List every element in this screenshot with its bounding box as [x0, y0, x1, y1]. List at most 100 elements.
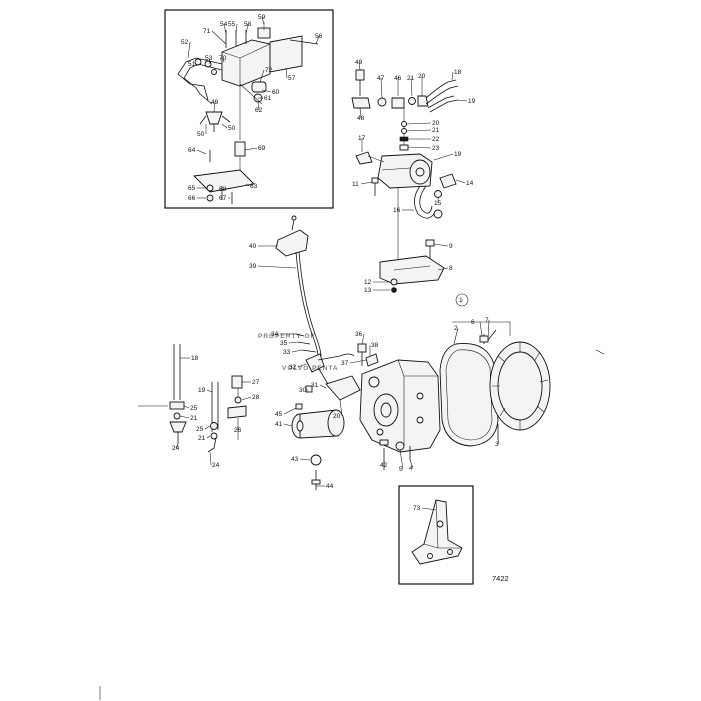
leader-line-l43: [299, 458, 311, 461]
watermark-line1: PROPERTY OF: [258, 333, 315, 340]
callout-l43: 43: [291, 456, 299, 463]
leader-line-l6: [479, 321, 483, 337]
leader-line-l3: [497, 439, 500, 445]
callout-l19c: 19: [454, 151, 462, 158]
callout-l21b: 21: [432, 127, 440, 134]
callout-l63: 63: [250, 183, 258, 190]
leader-line-l24a: [175, 443, 179, 449]
callout-l34: 34: [271, 331, 279, 338]
control-handle: [275, 229, 309, 257]
callout-l70: 70: [219, 55, 227, 62]
leader-line-l39: [257, 265, 297, 269]
leader-line-l23: [407, 146, 432, 149]
callout-l32: 32: [289, 364, 297, 371]
leader-line-l59: [261, 16, 265, 25]
callout-l64: 64: [188, 147, 196, 154]
spacer: [234, 141, 246, 157]
callout-l21a: 21: [407, 75, 415, 82]
gear-housing: [359, 359, 441, 453]
callout-l16: 16: [393, 207, 401, 214]
leader-line-l35: [288, 341, 299, 344]
leader-line-l49a: [213, 101, 216, 113]
callout-l9: 9: [449, 243, 453, 250]
leader-line-l55: [235, 23, 238, 35]
callout-l24b: 24: [212, 462, 220, 469]
leader-line-l25a: [183, 405, 190, 409]
callout-l6: 6: [471, 319, 475, 326]
leader-line-l18a: [451, 71, 454, 81]
pump-group: [351, 69, 459, 293]
reverse-gear-housing: [291, 333, 441, 490]
bottom-inset-frame: [398, 485, 474, 585]
callout-l23: 23: [432, 145, 440, 152]
callout-l2: 2: [454, 325, 458, 332]
mount-bracket: [379, 255, 445, 285]
callout-l69: 69: [258, 145, 266, 152]
bottom-inset: [398, 485, 474, 585]
callout-l27: 27: [252, 379, 260, 386]
callout-l68: 68: [219, 186, 227, 193]
callout-l56: 56: [315, 33, 323, 40]
leader-line-l72: [259, 69, 265, 83]
callout-l25a: 25: [190, 405, 198, 412]
callout-l41: 41: [275, 421, 283, 428]
callout-l14: 14: [466, 180, 474, 187]
leader-line-l24b: [209, 451, 212, 466]
callout-l57: 57: [288, 75, 296, 82]
leader-line-l28: [241, 396, 252, 401]
stray-mark: [595, 349, 605, 355]
leader-line-l19b: [206, 389, 213, 393]
leader-line-l68: [221, 188, 224, 191]
callout-l66: 66: [188, 195, 196, 202]
callout-l67: 67: [219, 195, 227, 202]
leader-line-l71: [211, 30, 227, 45]
leader-line-l45: [283, 407, 297, 415]
solenoid: [251, 81, 267, 93]
drawing-number: 7422: [492, 574, 509, 583]
leader-line-l21d: [206, 435, 211, 439]
leader-line-l37: [349, 359, 367, 364]
callout-l42: 42: [380, 462, 388, 469]
leader-line-l19c: [433, 153, 454, 161]
callout-l59: 59: [258, 14, 266, 21]
callout-l26: 26: [234, 427, 242, 434]
leader-line-l49b: [358, 61, 361, 71]
oil-cooler-piping: [138, 344, 247, 453]
leader-line-l9: [433, 243, 449, 247]
callout-l38: 38: [371, 342, 379, 349]
callout-l18a: 18: [454, 69, 462, 76]
leader-line-l21c: [179, 415, 190, 419]
leader-lines: [175, 16, 500, 511]
leader-line-l19a: [457, 99, 468, 102]
leader-line-l7: [487, 319, 490, 341]
callout-l13: 13: [364, 287, 372, 294]
callout-l53: 53: [205, 55, 213, 62]
callout-l48: 48: [357, 115, 365, 122]
callout-l7: 7: [485, 317, 489, 324]
callout-l35: 35: [280, 340, 288, 347]
callout-l50b: 50: [228, 125, 236, 132]
callout-l8: 8: [449, 265, 453, 272]
callout-l22: 22: [432, 136, 440, 143]
leader-line-l58: [245, 23, 249, 35]
callout-l1: 1: [459, 297, 463, 304]
callout-l12: 12: [364, 279, 372, 286]
gasket: [439, 342, 499, 447]
callout-l62: 62: [255, 107, 263, 114]
leader-line-l60: [261, 89, 272, 93]
callout-l51: 51: [188, 61, 196, 68]
callout-l28: 28: [252, 394, 260, 401]
leader-line-l32: [297, 363, 307, 368]
inset-assembly: [164, 9, 334, 209]
leader-line-l20b: [405, 122, 432, 125]
callout-l11: 11: [352, 181, 359, 188]
leader-line-l2: [453, 327, 459, 345]
leader-line-l73: [421, 507, 437, 511]
callout-l20b: 20: [432, 120, 440, 127]
callout-l24a: 24: [172, 445, 180, 452]
leader-line-l53: [208, 57, 211, 65]
leader-line-l51: [195, 63, 198, 67]
callout-l60: 60: [272, 89, 280, 96]
callout-l44: 44: [326, 483, 334, 490]
